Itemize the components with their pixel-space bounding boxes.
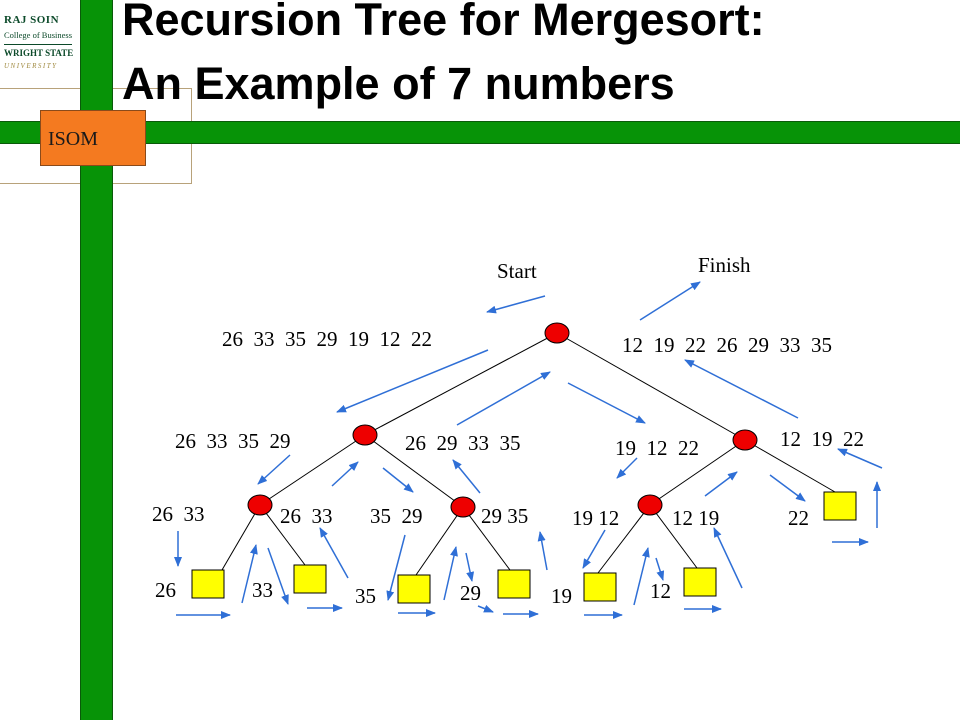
node-root xyxy=(544,322,570,344)
seq-rl-output: 12 19 xyxy=(672,506,719,530)
arrow-leaf12-up xyxy=(713,527,743,589)
logo-line-2: College of Business xyxy=(4,30,72,40)
leaf-label-22: 22 xyxy=(788,506,809,530)
isom-badge xyxy=(40,110,146,166)
leaf-label-12: 12 xyxy=(650,579,671,603)
leaf-19-box xyxy=(583,572,617,602)
node-right xyxy=(732,429,758,451)
arrow-right-up xyxy=(684,359,799,419)
seq-lr-output: 29 35 xyxy=(481,504,528,528)
seq-rl-input: 19 12 xyxy=(572,506,619,530)
seq-left-output: 26 29 33 35 xyxy=(405,431,521,455)
edge-right-leaf22 xyxy=(744,439,836,493)
label-start: Start xyxy=(497,259,537,283)
edge-ll-leaf33 xyxy=(259,504,306,566)
node-left xyxy=(352,424,378,446)
leaf-label-19: 19 xyxy=(551,584,572,608)
tree-edges xyxy=(221,332,836,576)
arrow-leaf22-up xyxy=(837,448,883,469)
leaf-29-box xyxy=(497,569,531,599)
seq-lr-input: 35 29 xyxy=(370,504,423,528)
edge-rl-leaf19 xyxy=(597,504,651,574)
slide-title-line-2: An Example of 7 numbers xyxy=(122,58,675,109)
leaf-35-box xyxy=(397,574,431,604)
arrow-left-down-right xyxy=(382,467,414,493)
leaf-label-35: 35 xyxy=(355,584,376,608)
arrow-left-down xyxy=(257,454,291,485)
university-logo: RAJ SOIN College of Business WRIGHT STAT… xyxy=(0,0,80,88)
arrow-rl-up xyxy=(704,471,738,497)
tree-labels: Start Finish 26 33 35 29 19 12 22 12 19 … xyxy=(152,253,864,608)
arrow-lr-down xyxy=(386,534,406,601)
horizontal-green-bar xyxy=(0,121,960,144)
logo-line-3: WRIGHT STATE xyxy=(4,48,74,58)
arrow-right-down-right xyxy=(769,474,806,502)
seq-right-input: 19 12 22 xyxy=(615,436,699,460)
arrow-leaf12-down xyxy=(655,557,665,581)
leaf-nodes xyxy=(191,491,857,604)
arrow-leaf33-up xyxy=(319,527,349,579)
flow-arrows xyxy=(174,281,883,619)
arrow-left-up xyxy=(456,371,551,426)
seq-root-output: 12 19 22 26 29 33 35 xyxy=(622,333,832,357)
seq-ll-output: 26 33 xyxy=(280,504,333,528)
logo-line-4: UNIVERSITY xyxy=(4,62,58,70)
arrow-lr-up xyxy=(452,459,481,494)
leaf-26-box xyxy=(191,569,225,599)
arrow-rl-down xyxy=(582,529,606,569)
node-lr xyxy=(450,496,476,518)
leaf-label-26: 26 xyxy=(155,578,176,602)
arrow-root-down-right xyxy=(567,382,646,424)
leaf-label-33: 33 xyxy=(252,578,273,602)
arrow-leaf29-right xyxy=(477,604,494,613)
arrow-ll-up xyxy=(331,461,359,487)
arrow-leaf26-up xyxy=(241,544,258,604)
slide-title-line-1: Recursion Tree for Mergesort: xyxy=(122,0,765,45)
arrow-leaf19-up xyxy=(633,547,650,606)
seq-root-input: 26 33 35 29 19 12 22 xyxy=(222,327,432,351)
arrow-start xyxy=(486,295,546,314)
logo-line-1: RAJ SOIN xyxy=(4,14,60,26)
isom-badge-label: ISOM xyxy=(48,128,99,150)
leaf-22-box xyxy=(823,491,857,521)
leaf-label-29: 29 xyxy=(460,581,481,605)
node-ll xyxy=(247,494,273,516)
node-rl xyxy=(637,494,663,516)
arrow-leaf33-down xyxy=(267,547,289,605)
seq-ll-input: 26 33 xyxy=(152,502,205,526)
seq-right-output: 12 19 22 xyxy=(780,427,864,451)
edge-rl-leaf12 xyxy=(649,504,698,569)
arrow-finish xyxy=(639,281,701,321)
label-finish: Finish xyxy=(698,253,751,277)
seq-left-input: 26 33 35 29 xyxy=(175,429,291,453)
arrow-root-down-left xyxy=(336,349,489,413)
arrow-leaf35-up xyxy=(443,546,458,601)
edge-ll-leaf26 xyxy=(221,504,261,571)
internal-nodes xyxy=(247,322,758,518)
leaf-33-box xyxy=(293,564,327,594)
edge-left-lr xyxy=(364,434,464,508)
arrow-right-down xyxy=(616,457,638,479)
arrow-leaf29-up xyxy=(537,531,548,571)
edge-lr-leaf29 xyxy=(462,506,511,571)
edge-right-rl xyxy=(649,439,746,506)
edge-root-left xyxy=(364,332,558,436)
leaf-12-box xyxy=(683,567,717,597)
edge-lr-leaf35 xyxy=(415,506,464,576)
logo-rule xyxy=(4,44,72,45)
arrow-leaf29-down xyxy=(465,552,475,582)
edge-left-ll xyxy=(259,434,366,506)
edge-root-right xyxy=(556,332,746,441)
